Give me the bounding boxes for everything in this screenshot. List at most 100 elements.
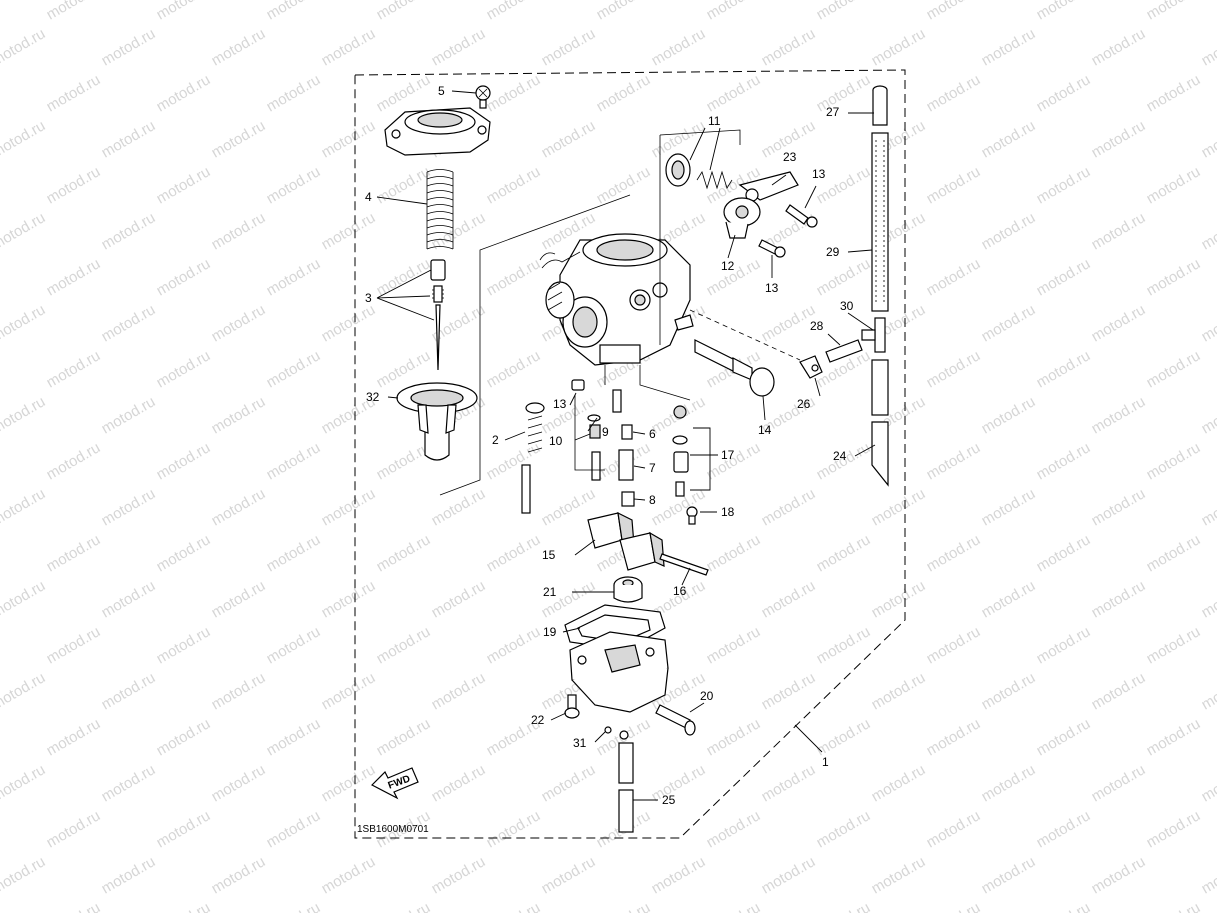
watermark-text: motod.ru <box>594 71 654 115</box>
assembly-boundary <box>354 69 906 839</box>
watermark-text: motod.ru <box>1144 899 1204 913</box>
watermark-text: motod.ru <box>319 853 379 897</box>
tube-part-25-lower <box>871 421 889 487</box>
watermark-text: motod.ru <box>1089 577 1149 621</box>
watermark-text: motod.ru <box>924 0 984 23</box>
watermark-text: motod.ru <box>1199 25 1217 69</box>
watermark-text: motod.ru <box>44 71 104 115</box>
watermark-text: motod.ru <box>319 577 379 621</box>
callout-5: 5 <box>438 84 445 98</box>
watermark-text: motod.ru <box>484 71 544 115</box>
watermark-text: motod.ru <box>319 669 379 713</box>
watermark-text: motod.ru <box>429 485 489 529</box>
callout-25: 24 <box>833 449 847 463</box>
watermark-text: motod.ru <box>704 623 764 667</box>
watermark-text: motod.ru <box>99 761 159 805</box>
watermark-text: motod.ru <box>1199 761 1217 805</box>
float-chamber-part <box>569 631 669 713</box>
watermark-text: motod.ru <box>44 255 104 299</box>
watermark-text: motod.ru <box>539 25 599 69</box>
watermark-text: motod.ru <box>264 439 324 483</box>
watermark-text: motod.ru <box>374 255 434 299</box>
watermark-text: motod.ru <box>99 209 159 253</box>
starter-plunger-part-15 <box>694 339 775 397</box>
watermark-text: motod.ru <box>209 209 269 253</box>
watermark-text: motod.ru <box>484 807 544 851</box>
watermark-text: motod.ru <box>1144 0 1204 23</box>
callout-2: 2 <box>492 433 499 447</box>
watermark-text: motod.ru <box>869 853 929 897</box>
watermark-text: motod.ru <box>979 301 1039 345</box>
jet-holder-part-7 <box>618 449 634 481</box>
watermark-text: motod.ru <box>44 623 104 667</box>
watermark-text: motod.ru <box>154 347 214 391</box>
callout-18: 17 <box>721 448 735 462</box>
watermark-text: motod.ru <box>209 485 269 529</box>
watermark-text: motod.ru <box>759 669 819 713</box>
watermark-text: motod.ru <box>1089 761 1149 805</box>
watermark-text: motod.ru <box>1144 715 1204 759</box>
spring-part-11 <box>696 170 733 190</box>
dash-line-to-27 <box>689 309 801 361</box>
callout-30: 29 <box>826 245 840 259</box>
callout-32: 31 <box>573 736 587 750</box>
watermark-text: motod.ru <box>264 71 324 115</box>
watermark-text: motod.ru <box>0 761 48 805</box>
watermark-text: motod.ru <box>924 531 984 575</box>
callout-1: 1 <box>822 755 829 769</box>
watermark-text: motod.ru <box>979 393 1039 437</box>
watermark-text: motod.ru <box>99 117 159 161</box>
drain-hose-part-26 <box>618 742 634 833</box>
watermark-text: motod.ru <box>99 25 159 69</box>
left-bracket-line <box>439 194 631 496</box>
watermark-text: motod.ru <box>704 899 764 913</box>
callout-26: 25 <box>662 793 676 807</box>
watermark-text: motod.ru <box>209 577 269 621</box>
watermark-text: motod.ru <box>1089 669 1149 713</box>
hose-part-29 <box>825 339 863 363</box>
watermark-text: motod.ru <box>44 439 104 483</box>
watermark-text: motod.ru <box>209 25 269 69</box>
watermark-text: motod.ru <box>1034 0 1094 23</box>
watermark-text: motod.ru <box>814 71 874 115</box>
watermark-text: motod.ru <box>44 807 104 851</box>
watermark-text: motod.ru <box>154 71 214 115</box>
main-jet-part-8 <box>621 491 635 507</box>
watermark-text: motod.ru <box>374 715 434 759</box>
watermark-text: motod.ru <box>1144 807 1204 851</box>
watermark-text: motod.ru <box>154 163 214 207</box>
watermark-text: motod.ru <box>924 71 984 115</box>
callout-23: 22 <box>531 713 545 727</box>
watermark-text: motod.ru <box>154 439 214 483</box>
watermark-text: motod.ru <box>429 669 489 713</box>
watermark-text: motod.ru <box>209 117 269 161</box>
plug-part-14 <box>571 379 585 391</box>
watermark-text: motod.ru <box>374 71 434 115</box>
tube-part-28 <box>872 85 888 126</box>
watermark-text: motod.ru <box>264 623 324 667</box>
watermark-text: motod.ru <box>759 485 819 529</box>
watermark-text: motod.ru <box>1199 209 1217 253</box>
watermark-text: motod.ru <box>0 117 48 161</box>
watermark-text: motod.ru <box>154 0 214 23</box>
watermark-text: motod.ru <box>869 25 929 69</box>
watermark-text: motod.ru <box>814 0 874 23</box>
watermark-text: motod.ru <box>99 577 159 621</box>
callout-21: 20 <box>700 689 714 703</box>
watermark-text: motod.ru <box>979 669 1039 713</box>
watermark-text: motod.ru <box>759 761 819 805</box>
watermark-text: motod.ru <box>264 255 324 299</box>
watermark-text: motod.ru <box>0 25 48 69</box>
screw-part-19 <box>686 506 698 525</box>
watermark-text: motod.ru <box>1034 347 1094 391</box>
watermark-text: motod.ru <box>759 577 819 621</box>
jet-part-6 <box>621 424 633 440</box>
watermark-text: motod.ru <box>924 899 984 913</box>
callout-33: 32 <box>366 390 380 404</box>
watermark-text: motod.ru <box>1089 209 1149 253</box>
watermark-text: motod.ru <box>319 301 379 345</box>
tube-part-30 <box>871 132 889 312</box>
watermark-text: motod.ru <box>374 623 434 667</box>
watermark-text: motod.ru <box>1089 853 1149 897</box>
spring-part-10 <box>589 424 601 439</box>
